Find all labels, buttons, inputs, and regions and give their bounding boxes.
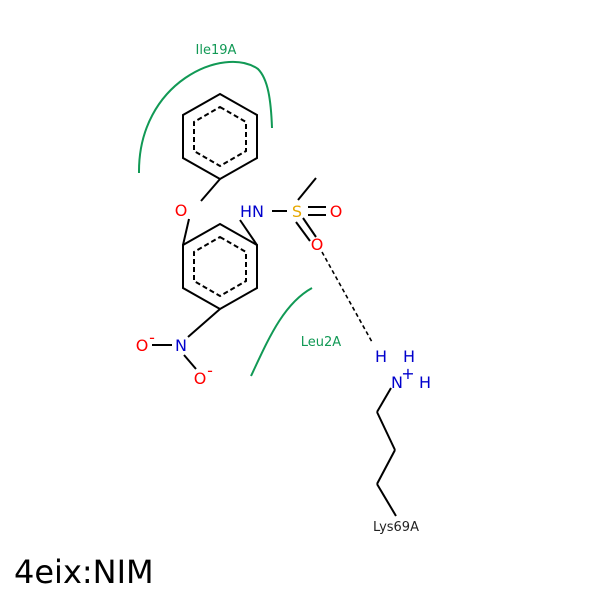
ether-oxygen-atom: O	[175, 201, 188, 220]
leu2a-contact-arc	[250, 287, 313, 377]
lys69a-label: Lys69A	[373, 520, 419, 535]
phenoxy-ring	[182, 92, 258, 181]
lys-hydrogen-left-atom: H	[375, 347, 387, 366]
amide-nh-atom: HN	[240, 202, 264, 221]
nitro-oxygen-left-charge: -	[149, 328, 155, 347]
nitro-oxygen-down-charge: -	[207, 361, 213, 380]
aniline-ring	[182, 222, 258, 311]
hydrogen-bond	[321, 251, 373, 343]
sulfonyl-oxygen-right-atom: O	[330, 202, 343, 221]
lys-nitrogen-charge: +	[401, 364, 414, 383]
nitro-nitrogen-atom: N	[175, 336, 187, 355]
diagram-title: 4eix:NIM	[14, 553, 154, 591]
skeleton-bonds	[152, 177, 397, 517]
nitro-oxygen-down-atom: O	[194, 369, 207, 388]
nitro-oxygen-left-atom: O	[136, 336, 149, 355]
lys-nitrogen-atom: N	[391, 373, 403, 392]
sulfur-atom: S	[292, 202, 302, 221]
lys-hydrogen-right-atom: H	[419, 373, 431, 392]
sulfonyl-oxygen-down-atom: O	[311, 235, 324, 254]
lys-hydrogen-top-atom: H	[403, 347, 415, 366]
ile19a-label: Ile19A	[196, 43, 237, 58]
leu2a-label: Leu2A	[301, 335, 342, 350]
ile19a-contact-arc	[137, 60, 273, 174]
